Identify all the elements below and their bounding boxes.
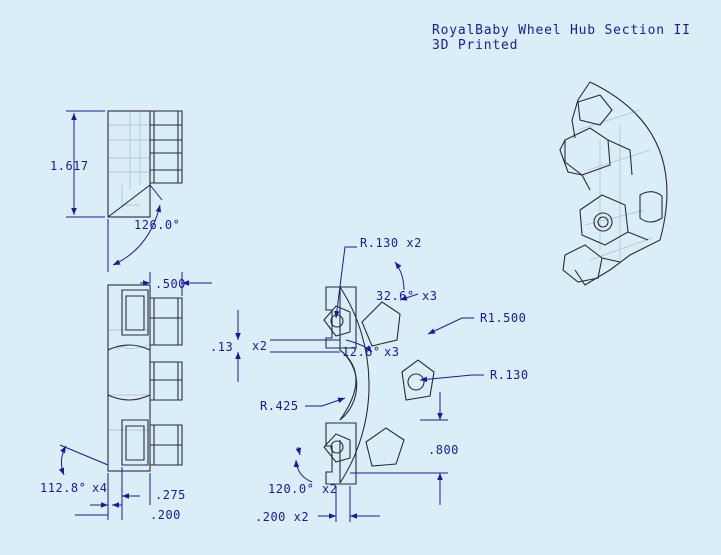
dim-angle-126: 126.0° [107,184,180,272]
dim-x2-left-label: x2 [252,339,267,353]
dim-angle-126-front: 12.6° x3 [342,339,399,359]
dim-800: .800 [350,392,459,505]
dim-r1500-label: R1.500 [480,311,526,325]
dim-200-x2-label: .200 x2 [255,510,309,524]
dim-800-label: .800 [428,443,459,457]
dim-13: .13 x2 [210,310,340,382]
dim-x2-angle-label: x2 [322,482,337,496]
dim-x4-label: x4 [92,481,107,495]
dim-r130-x2: R.130 x2 [334,236,422,319]
dim-r425: R.425 [260,397,346,413]
dim-r425-label: R.425 [260,399,299,413]
dim-200-x2: .200 x2 [255,486,380,524]
dim-x3-mid-label: x3 [384,345,399,359]
dim-13-label: .13 [210,340,233,354]
dim-275-200: .275 .200 [75,467,186,522]
dim-angle-126-label: 126.0° [134,218,180,232]
dim-angle-1128-label: 112.8° [40,481,86,495]
dim-r130-label: R.130 [490,368,529,382]
title-line-1: RoyalBaby Wheel Hub Section II [432,23,691,38]
dim-angle-326-label: 32.6° [376,289,415,303]
dim-angle-326: 32.6° x3 [376,261,437,303]
top-side-view [107,110,183,218]
dim-200-bottom-label: .200 [150,508,181,522]
dim-angle-126-front-label: 12.6° [342,345,381,359]
dim-1617-label: 1.617 [50,159,89,173]
dim-x3-top-label: x3 [422,289,437,303]
dim-275-label: .275 [155,488,186,502]
dim-500: .500 [140,272,212,296]
dim-1617: 1.617 [50,110,105,218]
dim-r1500: R1.500 [427,311,526,335]
dim-angle-1128: 112.8° x4 [40,444,109,495]
isometric-view [559,81,668,286]
dim-r130-x2-label: R.130 x2 [360,236,422,250]
dim-angle-120-label: 120.0° [268,482,314,496]
dim-500-label: .500 [155,277,186,291]
dim-angle-120: 120.0° x2 [268,446,337,496]
front-view [323,286,435,485]
bottom-side-view [107,284,183,472]
dim-r130: R.130 [419,368,529,383]
title-line-2: 3D Printed [432,38,518,53]
